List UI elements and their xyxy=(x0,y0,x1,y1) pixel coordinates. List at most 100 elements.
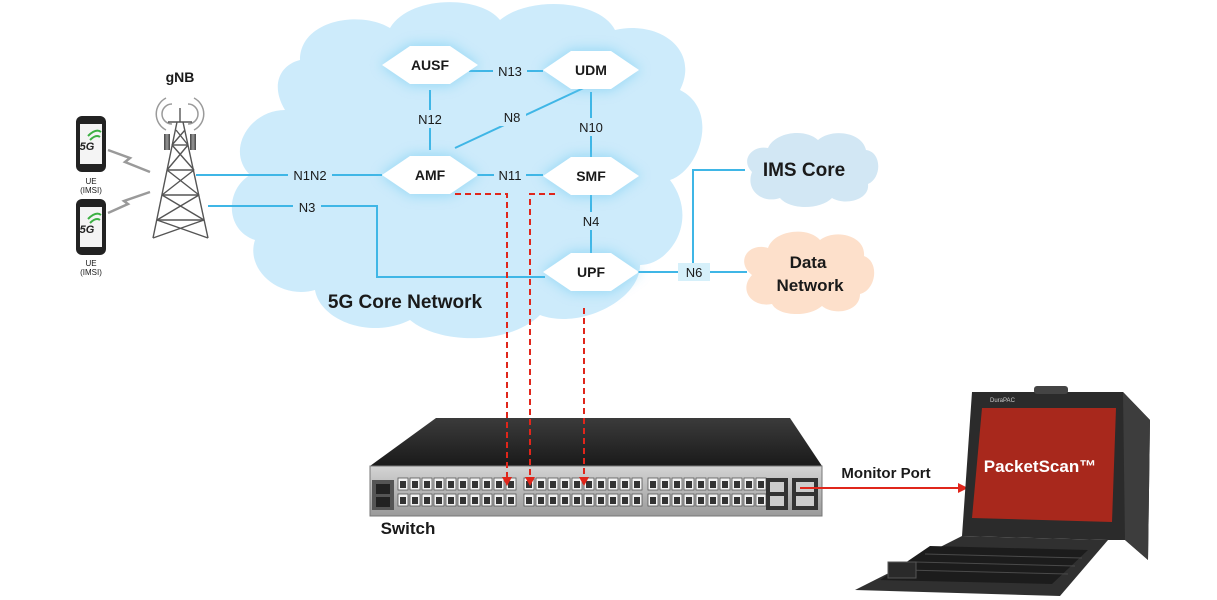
switch-port-socket xyxy=(586,497,592,504)
switch-port-socket xyxy=(424,497,430,504)
mirror-links xyxy=(455,193,585,478)
switch-port-socket xyxy=(460,481,466,488)
switch-label: Switch xyxy=(381,519,436,538)
node-ausf: AUSF xyxy=(380,44,480,86)
switch-port-socket xyxy=(574,497,580,504)
switch-port-socket xyxy=(662,497,668,504)
interface-n12: N12 xyxy=(418,112,442,127)
switch-ports xyxy=(397,477,767,507)
switch-port-socket xyxy=(538,481,544,488)
switch-port-socket xyxy=(722,481,728,488)
network-switch: Switch xyxy=(369,418,823,538)
switch-port-socket xyxy=(526,497,532,504)
switch-port-socket xyxy=(662,481,668,488)
switch-port-socket xyxy=(496,497,502,504)
node-amf-label: AMF xyxy=(415,167,446,183)
switch-port-socket xyxy=(634,497,640,504)
switch-port-socket xyxy=(734,497,740,504)
switch-port-socket xyxy=(550,481,556,488)
switch-port-socket xyxy=(758,497,764,504)
switch-port-socket xyxy=(562,481,568,488)
switch-port-socket xyxy=(412,497,418,504)
ue-1-label-line2: (IMSI) xyxy=(80,186,102,195)
interface-n4: N4 xyxy=(583,214,600,229)
switch-port-socket xyxy=(686,497,692,504)
packetscan-laptop: DuraPAC PacketScan™ xyxy=(855,386,1150,596)
switch-port-socket xyxy=(674,481,680,488)
switch-port-socket xyxy=(472,481,478,488)
node-udm-label: UDM xyxy=(575,62,607,78)
gnb-label: gNB xyxy=(166,69,195,85)
node-upf-label: UPF xyxy=(577,264,605,280)
switch-port-socket xyxy=(746,481,752,488)
switch-port-socket xyxy=(686,481,692,488)
node-ausf-label: AUSF xyxy=(411,57,450,73)
interface-n8: N8 xyxy=(504,110,521,125)
interface-n6: N6 xyxy=(686,265,703,280)
switch-port-socket xyxy=(622,481,628,488)
ue-phone-1: 5G UE (IMSI) xyxy=(76,116,106,195)
ue-1-5g-badge: 5G xyxy=(80,141,95,153)
ims-core-label: IMS Core xyxy=(763,160,845,181)
ue-2-5g-badge: 5G xyxy=(80,224,95,236)
radio-waves-icon xyxy=(155,97,205,131)
switch-port-socket xyxy=(400,481,406,488)
switch-port-socket xyxy=(424,481,430,488)
switch-port-socket xyxy=(710,481,716,488)
switch-port-socket xyxy=(538,497,544,504)
switch-port-socket xyxy=(586,481,592,488)
switch-port-socket xyxy=(448,481,454,488)
node-smf-label: SMF xyxy=(576,168,606,184)
switch-port-socket xyxy=(562,497,568,504)
switch-port-socket xyxy=(460,497,466,504)
monitor-port-label: Monitor Port xyxy=(841,465,930,482)
switch-port-socket xyxy=(526,481,532,488)
switch-port-socket xyxy=(598,481,604,488)
switch-port-socket xyxy=(436,481,442,488)
switch-port-socket xyxy=(674,497,680,504)
switch-port-socket xyxy=(622,497,628,504)
switch-port-socket xyxy=(508,497,514,504)
switch-port-socket xyxy=(698,481,704,488)
switch-port-socket xyxy=(650,497,656,504)
ue-2-label-line1: UE xyxy=(85,259,96,268)
data-network-cloud: Data Network xyxy=(744,231,875,315)
switch-port-socket xyxy=(508,481,514,488)
interface-n10: N10 xyxy=(579,120,603,135)
switch-port-socket xyxy=(634,481,640,488)
switch-port-socket xyxy=(472,497,478,504)
switch-port-socket xyxy=(550,497,556,504)
switch-port-socket xyxy=(412,481,418,488)
interface-n11: N11 xyxy=(499,168,522,183)
interface-n13: N13 xyxy=(498,64,522,79)
switch-port-socket xyxy=(484,497,490,504)
interface-labels: N13 N12 N8 N10 N1N2 N11 N3 N4 N6 xyxy=(288,62,710,281)
switch-port-socket xyxy=(496,481,502,488)
laptop-brand: DuraPAC xyxy=(990,398,1016,404)
switch-port-socket xyxy=(710,497,716,504)
switch-port-socket xyxy=(746,497,752,504)
ue-phone-2: 5G UE (IMSI) xyxy=(76,199,106,277)
interface-n3: N3 xyxy=(299,200,316,215)
node-upf: UPF xyxy=(541,251,641,293)
switch-port-socket xyxy=(400,497,406,504)
switch-port-socket xyxy=(758,481,764,488)
ims-core-cloud: IMS Core xyxy=(747,133,879,207)
switch-port-socket xyxy=(574,481,580,488)
switch-port-socket xyxy=(598,497,604,504)
ue-2-label-line2: (IMSI) xyxy=(80,268,102,277)
switch-port-socket xyxy=(650,481,656,488)
node-smf: SMF xyxy=(541,155,641,197)
switch-port-socket xyxy=(610,481,616,488)
laptop-screen-text: PacketScan™ xyxy=(984,457,1096,476)
ue-1-label-line1: UE xyxy=(85,177,96,186)
mirror-arrowheads xyxy=(502,477,589,486)
switch-port-socket xyxy=(484,481,490,488)
switch-port-socket xyxy=(610,497,616,504)
switch-port-socket xyxy=(734,481,740,488)
interface-n1n2: N1N2 xyxy=(293,168,326,183)
monitor-port-arrow: Monitor Port xyxy=(800,465,968,493)
gnb-tower: gNB xyxy=(107,69,209,239)
switch-port-socket xyxy=(722,497,728,504)
